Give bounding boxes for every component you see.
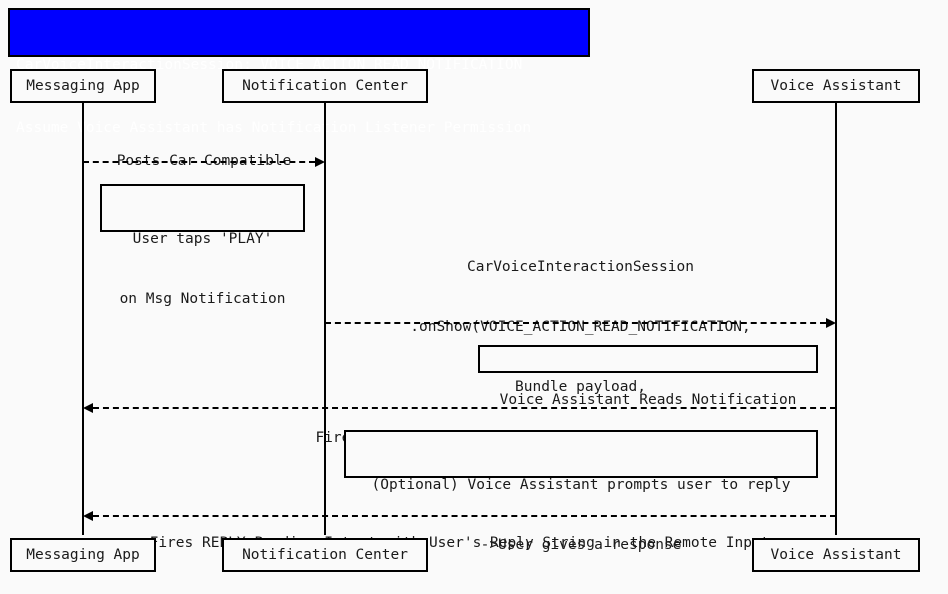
participant-top-voice-assistant[interactable]: Voice Assistant	[752, 69, 920, 103]
lifeline-voice-assistant	[835, 103, 837, 535]
lifeline-messaging-app	[82, 103, 84, 535]
message-label-line-3: Bundle payload,	[515, 379, 646, 395]
message-line-posts-car-compatible-messaging-notification	[83, 161, 315, 163]
message-line-on-show-voice-action-read-notification	[325, 322, 826, 324]
message-label-line-1: CarVoiceInteractionSession	[467, 259, 694, 275]
message-line-fires-reply-pending-intent	[93, 515, 836, 517]
message-arrowhead-on-show-voice-action-read-notification	[826, 318, 836, 328]
note-voice-assistant-reads-notification: Voice Assistant Reads Notification	[478, 345, 818, 408]
message-arrowhead-posts-car-compatible-messaging-notification	[315, 157, 325, 167]
message-label-line-1: Fires REPLY Pending Intent with User's R…	[149, 535, 770, 551]
participant-bottom-messaging-app[interactable]: Messaging App	[10, 538, 156, 572]
note-user-taps-play: User taps 'PLAY' on Msg Notification	[100, 184, 305, 307]
note-line-2: ->User gives a response	[480, 537, 682, 553]
participant-bottom-notification-center[interactable]: Notification Center	[222, 538, 428, 572]
participant-top-notification-center[interactable]: Notification Center	[222, 69, 428, 103]
message-line-fires-mark-as-read-pending-intent	[93, 407, 836, 409]
note-line-2: on Msg Notification	[119, 291, 286, 307]
message-arrowhead-fires-mark-as-read-pending-intent	[83, 403, 93, 413]
diagram-title-line-2: Assume Voice Assistant has Notification …	[16, 120, 532, 136]
lifeline-notification-center	[324, 103, 326, 535]
note-line-1: (Optional) Voice Assistant prompts user …	[371, 477, 791, 493]
participant-bottom-voice-assistant[interactable]: Voice Assistant	[752, 538, 920, 572]
diagram-title-box: CarVoiceInteractionSession: VOICE_ACTION…	[8, 8, 590, 136]
message-arrowhead-fires-reply-pending-intent	[83, 511, 93, 521]
note-line-1: User taps 'PLAY'	[132, 231, 273, 247]
note-optional-voice-assistant-prompts-user: (Optional) Voice Assistant prompts user …	[344, 430, 818, 553]
note-line-1: Voice Assistant Reads Notification	[499, 392, 797, 408]
participant-top-messaging-app[interactable]: Messaging App	[10, 69, 156, 103]
message-label-fires-reply-pending-intent: Fires REPLY Pending Intent with User's R…	[83, 493, 836, 593]
message-label-line-2: .onShow(VOICE_ACTION_READ_NOTIFICATION,	[410, 319, 751, 335]
